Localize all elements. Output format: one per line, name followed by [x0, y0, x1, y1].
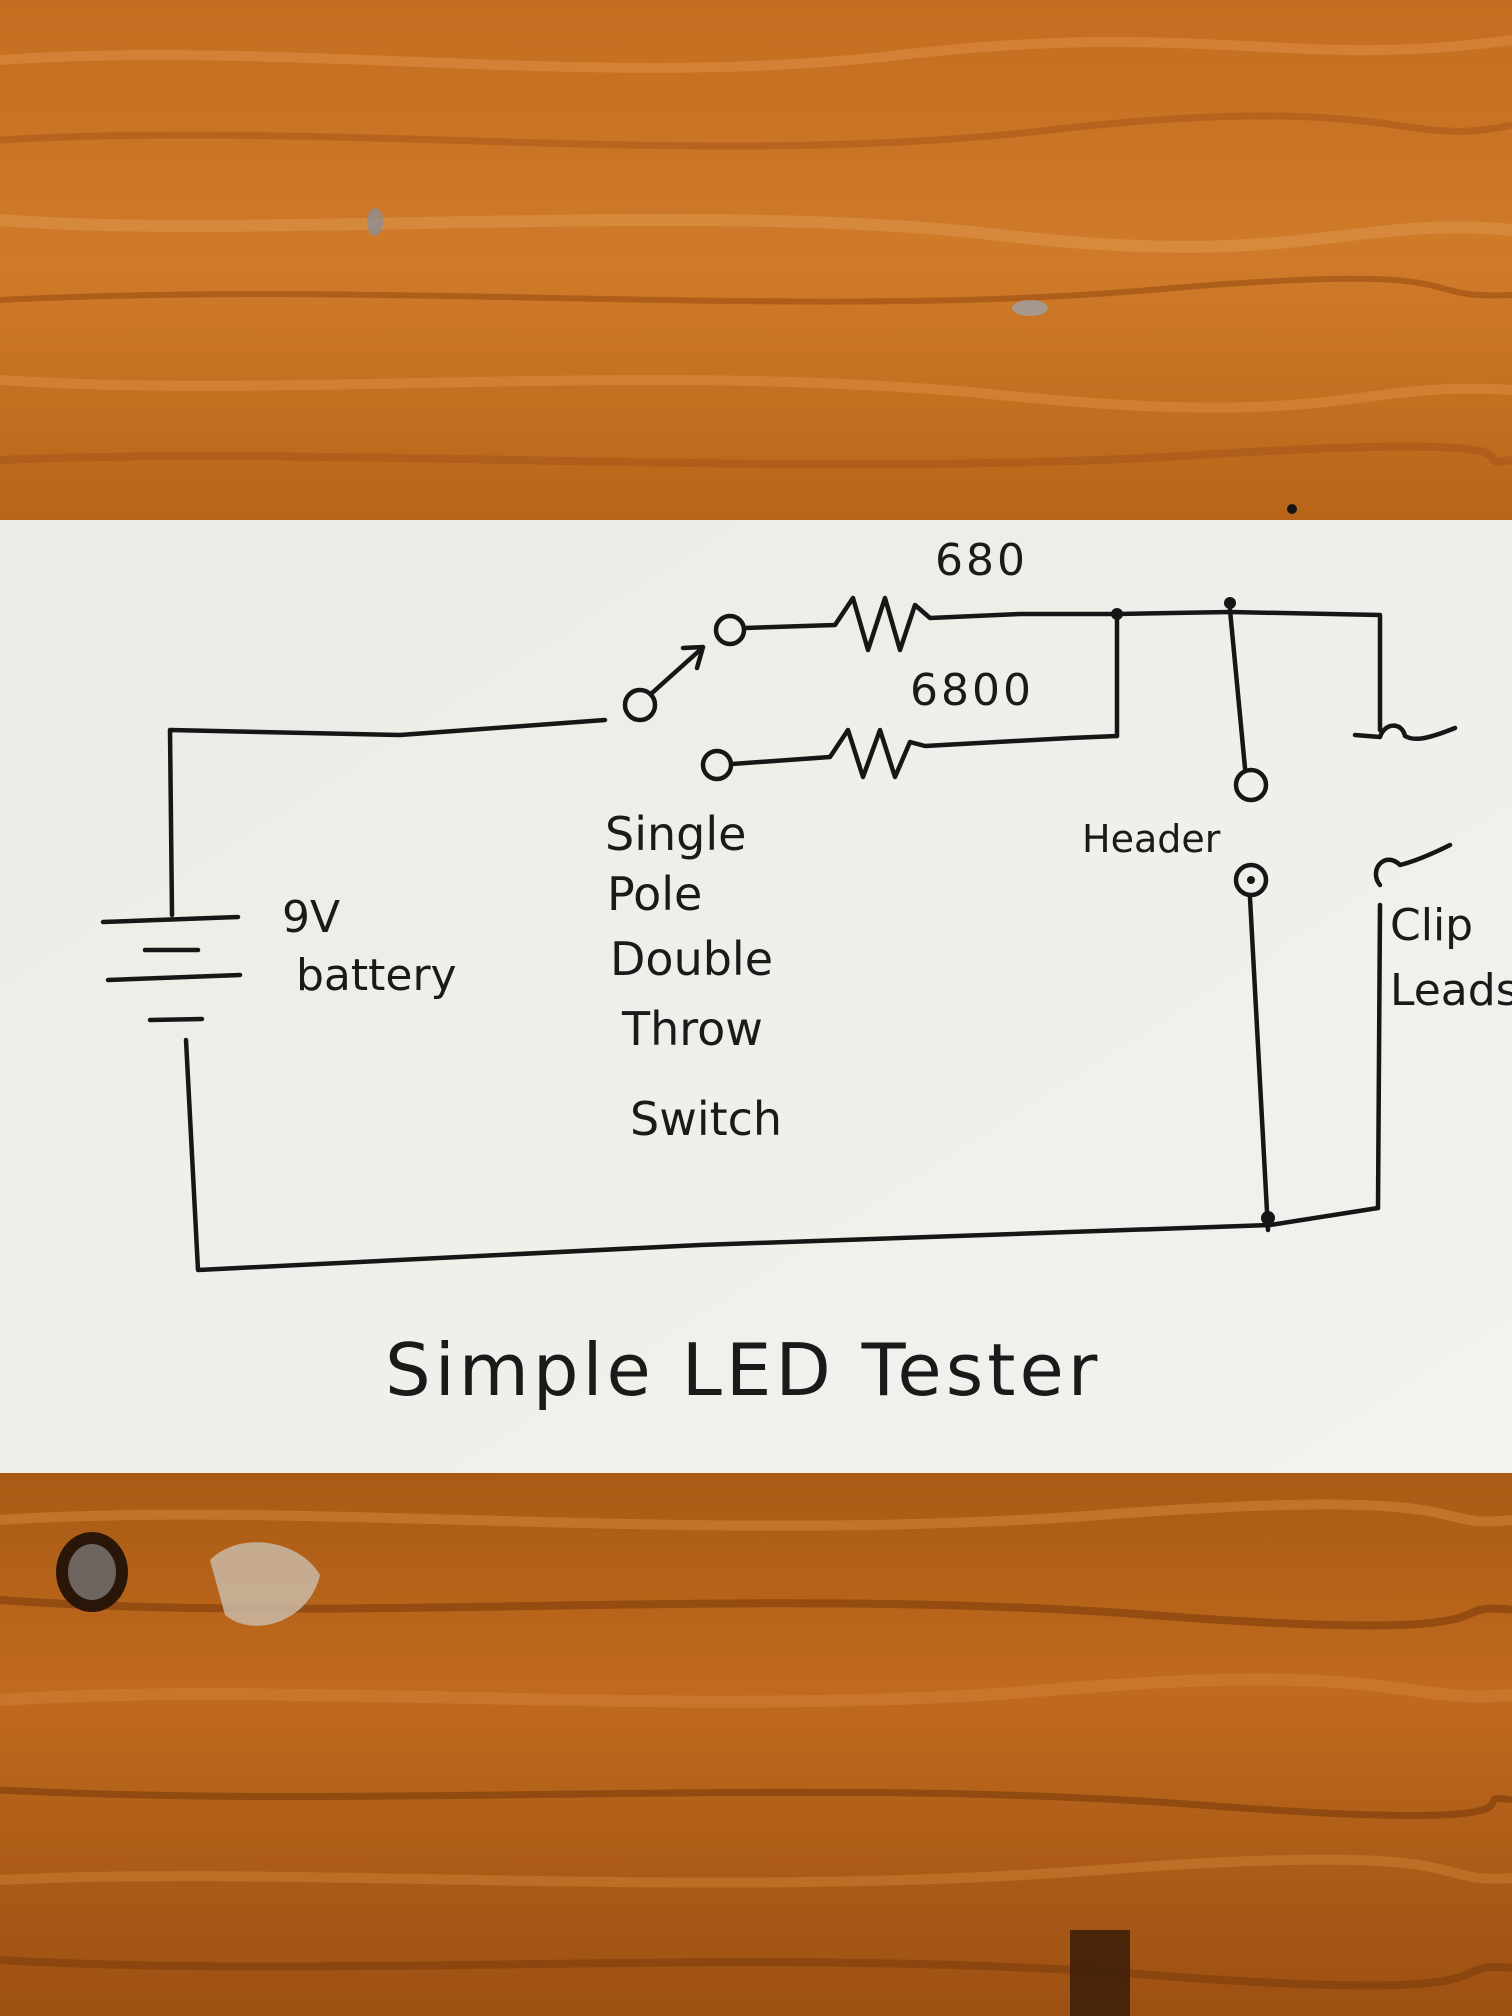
switch-label-line-5: Switch — [630, 1092, 782, 1146]
resistor-680 — [742, 595, 1118, 653]
wire-bottom-return — [183, 1037, 1381, 1273]
resistor-680-label: 680 — [935, 535, 1028, 586]
header-label: Header — [1082, 817, 1221, 861]
battery-label: battery — [296, 950, 457, 1001]
battery-symbol — [100, 914, 243, 1023]
circuit-schematic: 680 6800 9V battery Single Pole Double T… — [100, 535, 1512, 1412]
switch-label-line-3: Double — [610, 932, 773, 986]
switch-label-line-1: Single — [605, 807, 746, 861]
battery-voltage-label: 9V — [282, 892, 340, 943]
wood-table-top — [0, 0, 1512, 530]
resistor-6800 — [729, 727, 1120, 780]
wire-battery-to-switch — [167, 717, 608, 918]
wood-table-bottom — [0, 1470, 1512, 2016]
diagram-title: Simple LED Tester — [385, 1328, 1101, 1412]
header-connector — [1227, 607, 1275, 1233]
paper-card — [0, 520, 1512, 1473]
leads-label: Leads — [1390, 965, 1512, 1016]
switch-label-line-2: Pole — [607, 867, 702, 921]
resistor-6800-label: 6800 — [910, 665, 1034, 716]
switch-label-line-4: Throw — [621, 1002, 763, 1056]
clip-label: Clip — [1390, 900, 1473, 951]
clip-leads-symbol — [1352, 723, 1458, 1211]
wood-knot — [56, 1532, 128, 1612]
